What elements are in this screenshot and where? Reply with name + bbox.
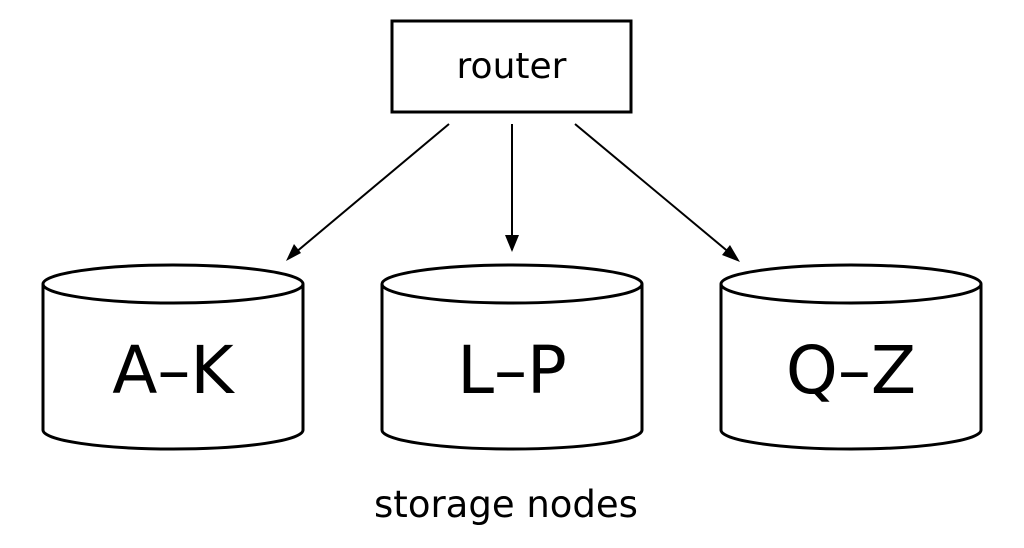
router-box <box>390 19 633 114</box>
storage-node-a-k: A–K <box>41 263 305 451</box>
arrowhead-a-k <box>286 244 301 261</box>
cylinder-body <box>380 284 644 451</box>
storage-node-q-z: Q–Z <box>719 263 983 451</box>
storage-node-l-p: L–P <box>380 263 644 451</box>
arrows <box>288 123 738 260</box>
cylinder-top <box>719 263 983 305</box>
caption: storage nodes <box>374 483 638 526</box>
arrow-to-a-k <box>288 123 450 259</box>
arrowheads <box>286 235 740 262</box>
node-label: A–K <box>112 332 235 409</box>
router-label: router <box>457 46 567 87</box>
node-label: Q–Z <box>786 332 916 409</box>
cylinder-top <box>41 263 305 305</box>
arrowhead-q-z <box>722 245 740 262</box>
cylinder-body <box>719 284 983 451</box>
router-node: router <box>390 19 633 114</box>
node-label: L–P <box>457 332 567 409</box>
cylinder-top <box>380 263 644 305</box>
arrow-to-q-z <box>574 123 738 260</box>
cylinder-body <box>41 284 305 451</box>
arrowhead-l-p <box>505 235 519 252</box>
